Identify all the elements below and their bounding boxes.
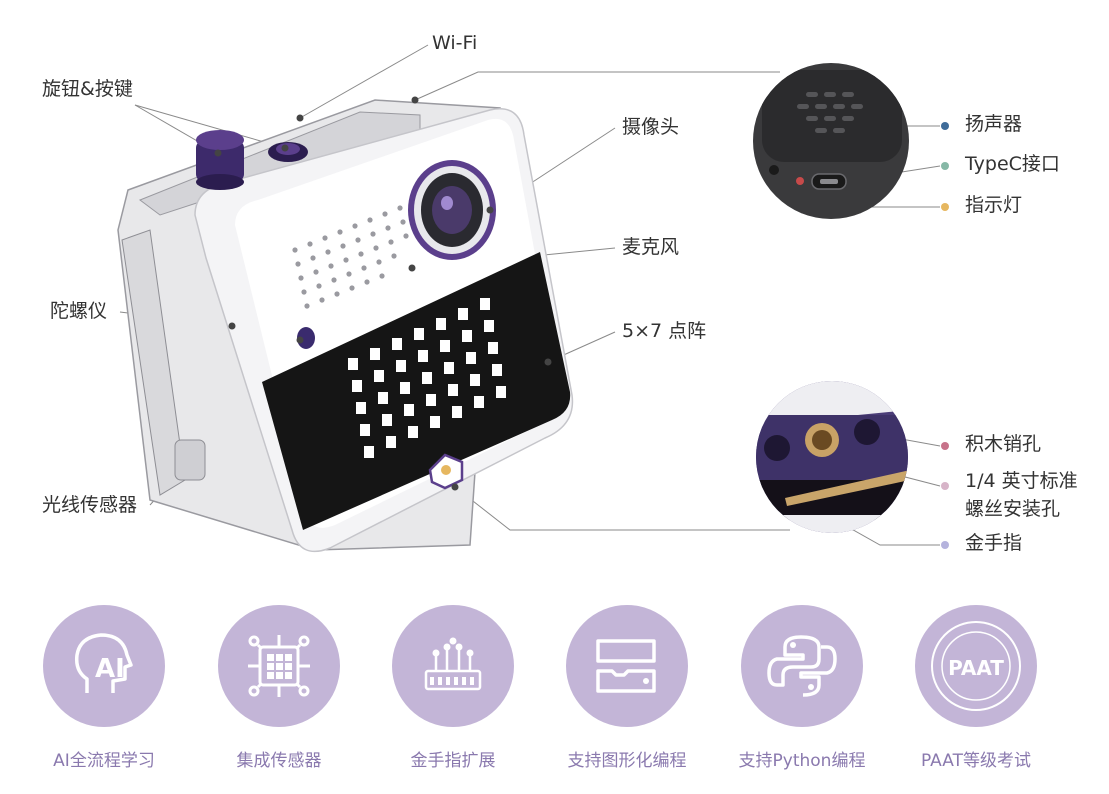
feature-graphical-programming bbox=[566, 605, 688, 727]
push-button bbox=[268, 142, 308, 162]
label-gyroscope: 陀螺仪 bbox=[50, 300, 108, 322]
label-light-sensor: 光线传感器 bbox=[42, 494, 138, 516]
pin-hole-dot bbox=[941, 442, 949, 450]
python-icon bbox=[767, 635, 837, 697]
indicator-dot bbox=[941, 203, 949, 211]
device-logo bbox=[428, 453, 464, 490]
knob bbox=[196, 130, 244, 190]
feature-label-paat: PAAT等级考试 bbox=[921, 751, 1031, 771]
feature-label-sensors: 集成传感器 bbox=[236, 751, 322, 771]
paat-seal-icon: PAAT bbox=[931, 621, 1021, 711]
label-microphone: 麦克风 bbox=[622, 236, 680, 258]
label-typec: TypeC接口 bbox=[965, 153, 1060, 175]
feature-python bbox=[741, 605, 863, 727]
ai-head-icon: AI bbox=[74, 633, 133, 693]
speaker-dot bbox=[941, 122, 949, 130]
label-knob-button: 旋钮&按键 bbox=[42, 78, 133, 100]
label-pin-hole: 积木销孔 bbox=[965, 433, 1042, 455]
label-wifi: Wi-Fi bbox=[432, 32, 478, 54]
gold-finger-dot bbox=[941, 541, 949, 549]
paat-seal-text: PAAT bbox=[948, 656, 1004, 680]
label-screw-hole-line2: 螺丝安装孔 bbox=[965, 498, 1061, 520]
top-callout-zoom bbox=[753, 63, 909, 219]
feature-label-graphical: 支持图形化编程 bbox=[567, 751, 687, 771]
label-camera: 摄像头 bbox=[622, 116, 680, 138]
feature-sensors bbox=[218, 605, 340, 727]
typec-dot bbox=[941, 162, 949, 170]
feature-paat: PAAT bbox=[915, 605, 1037, 727]
bottom-callout-zoom bbox=[756, 381, 908, 533]
feature-ai: AI bbox=[43, 605, 165, 727]
sensor-chip-icon bbox=[248, 635, 310, 697]
screw-hole-dot bbox=[941, 482, 949, 490]
block-programming-icon bbox=[596, 639, 656, 693]
label-matrix: 5×7 点阵 bbox=[622, 320, 707, 342]
light-sensor bbox=[297, 327, 315, 349]
label-screw-hole-line1: 1/4 英寸标准 bbox=[965, 470, 1078, 492]
feature-label-ai: AI全流程学习 bbox=[53, 751, 155, 771]
label-gold-finger: 金手指 bbox=[965, 532, 1023, 554]
feature-label-python: 支持Python编程 bbox=[738, 751, 866, 771]
led-matrix bbox=[348, 298, 506, 458]
label-indicator: 指示灯 bbox=[965, 194, 1023, 216]
svg-text:AI: AI bbox=[95, 654, 125, 684]
feature-label-gold-finger: 金手指扩展 bbox=[410, 751, 496, 771]
feature-gold-finger bbox=[392, 605, 514, 727]
mic-grille bbox=[292, 205, 409, 309]
label-speaker: 扬声器 bbox=[965, 113, 1023, 135]
gold-finger-icon bbox=[424, 637, 482, 691]
camera-lens bbox=[408, 160, 496, 260]
